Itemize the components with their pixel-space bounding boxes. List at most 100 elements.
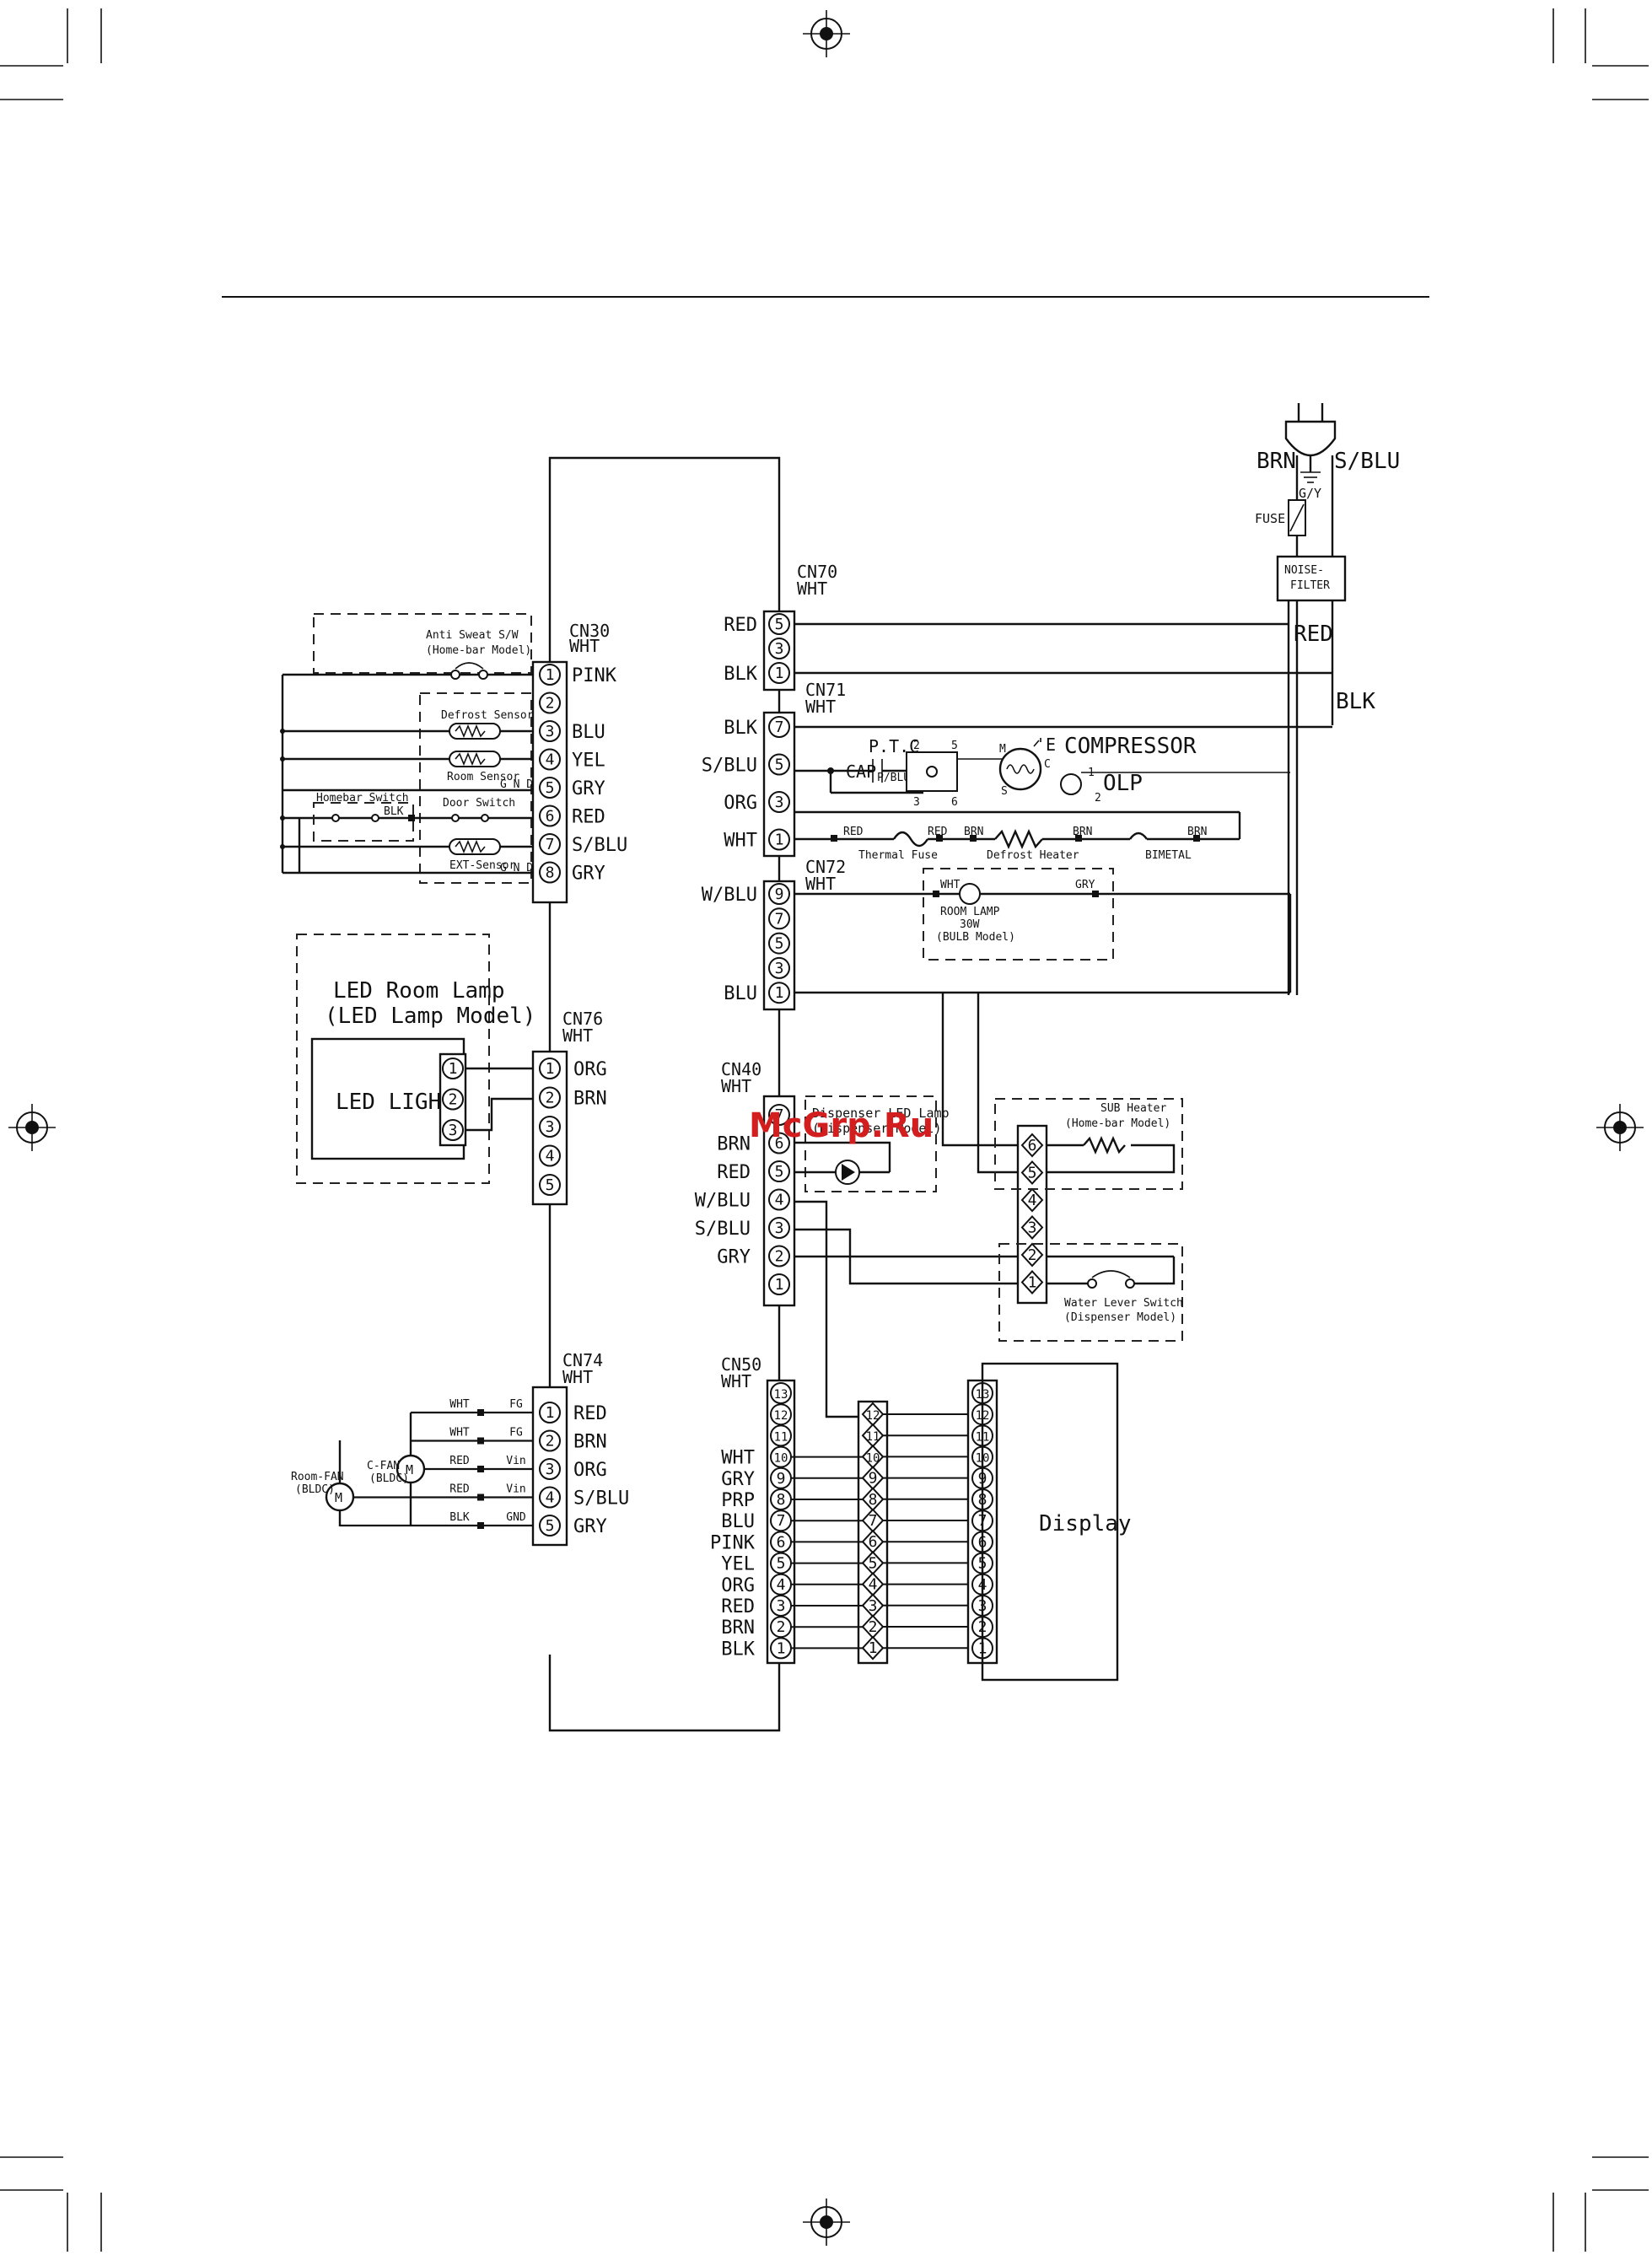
mid-pin: 11 xyxy=(861,1423,885,1448)
cn50-wire-color: ORG xyxy=(721,1575,755,1596)
sub-pin: 5 xyxy=(1020,1160,1044,1185)
cn74-fan-signal: Vin xyxy=(506,1483,525,1496)
mid-pin: 10 xyxy=(861,1444,885,1469)
led-room-lamp: LED Room Lamp (LED Lamp Model) LED LIGHT… xyxy=(296,934,535,1184)
main-trunk-wire xyxy=(548,456,781,1732)
cn50-pin-number: 5 xyxy=(777,1555,786,1573)
anti-sweat-label-2: (Home-bar Model) xyxy=(426,644,531,657)
cn30-pin-number: 1 xyxy=(546,666,555,684)
cn50-pin: 7 BLU xyxy=(721,1510,792,1532)
cn72-pin: 5 xyxy=(768,932,790,955)
cn50-pin: 13 xyxy=(770,1382,792,1404)
cn40-pin: 7 xyxy=(768,1104,790,1126)
mid-pin-number: 1 xyxy=(869,1639,878,1657)
room-fan-m: M xyxy=(335,1490,342,1505)
cn30-wire-color: GRY xyxy=(572,864,605,885)
mid-pin-number: 3 xyxy=(869,1597,878,1615)
cap-label: CAP xyxy=(846,762,876,782)
cn72-wire-color: W/BLU xyxy=(702,885,757,906)
cn30-wire-color: GRY xyxy=(572,778,605,799)
cn50-wire-color: PRP xyxy=(721,1490,755,1511)
cn50-wire-color: BLK xyxy=(721,1639,755,1660)
anti-sweat-label-1: Anti Sweat S/W xyxy=(426,629,519,642)
ext-sensor-label: EXT-Sensor xyxy=(449,859,515,872)
cn40-name: CN40 xyxy=(721,1059,761,1079)
cn74-pin-number: 1 xyxy=(546,1404,555,1422)
cn71-pin-number: 7 xyxy=(775,718,784,736)
cn40-wire-color: S/BLU xyxy=(695,1219,751,1240)
cn74-pin-number: 4 xyxy=(546,1489,555,1507)
cn76-name: CN76 xyxy=(562,1009,603,1029)
cn50-wire-color: BLU xyxy=(721,1511,755,1532)
cn30-pin-number: 8 xyxy=(546,864,555,882)
cn72-pin: 7 xyxy=(768,907,790,930)
power-plug: BRN S/BLU G/Y FUSE NOISE- FILTER RED BLK xyxy=(1255,403,1400,995)
led-pin: 1 xyxy=(442,1058,464,1079)
cn74-fan-signal: Vin xyxy=(506,1455,525,1467)
cn40-pin: 4W/BLU xyxy=(695,1188,790,1212)
cn30-pin-number: 4 xyxy=(546,751,555,769)
sub-pin-number: 1 xyxy=(1028,1274,1037,1292)
cn70-pin-number: 5 xyxy=(775,616,784,633)
gnd-label-a: G N D xyxy=(500,778,533,791)
cn50-wire-color: RED xyxy=(721,1596,755,1617)
cn40-wire-color: W/BLU xyxy=(695,1191,751,1212)
cn71-pin-number: 1 xyxy=(775,831,784,849)
water-lever-label-2: (Dispenser Model) xyxy=(1064,1311,1176,1324)
cn74-wire-color: BRN xyxy=(573,1432,607,1453)
room-lamp-label-2: 30W xyxy=(960,918,980,931)
room-fan-label-1: Room-FAN xyxy=(291,1471,344,1483)
cn76-pin: 5 xyxy=(539,1174,561,1196)
cn70-pin-number: 3 xyxy=(775,640,784,658)
cn40-wire-color: RED xyxy=(717,1162,751,1183)
plug-blk-label: BLK xyxy=(1336,689,1375,714)
cn30-pin-number: 6 xyxy=(546,808,555,826)
c-fan-m: M xyxy=(406,1462,413,1477)
cn76-pin: 3 xyxy=(539,1116,561,1138)
mid-pin-number: 12 xyxy=(866,1409,880,1423)
fuse-label: FUSE xyxy=(1255,511,1285,526)
mid-pin-number: 2 xyxy=(869,1618,878,1636)
cn40-pin-number: 7 xyxy=(775,1106,784,1124)
cn30-color: WHT xyxy=(569,636,600,656)
room-lamp-label-1: ROOM LAMP xyxy=(940,906,1000,918)
cn40-wire-color: GRY xyxy=(717,1247,751,1268)
mid-pin: 1 xyxy=(861,1635,885,1660)
plug-n-label: S/BLU xyxy=(1334,449,1400,474)
cn50-wire-color: WHT xyxy=(721,1448,755,1469)
cn70-wire-color: BLK xyxy=(724,664,757,685)
sub-pin: 2 xyxy=(1020,1242,1044,1267)
door-switch-label: Door Switch xyxy=(443,797,515,810)
mid-pin-number: 10 xyxy=(866,1451,880,1465)
cn72-wire-color: BLU xyxy=(724,983,757,1004)
ptc-pin-6: 6 xyxy=(951,796,958,809)
cn74-fan-signal: FG xyxy=(509,1427,523,1440)
cn50-pin-number: 7 xyxy=(777,1512,786,1530)
cn30-pin-number: 3 xyxy=(546,723,555,740)
cn74-fan-wire-color: WHT xyxy=(449,1427,470,1440)
cn72-pin-number: 3 xyxy=(775,960,784,977)
cn50-color: WHT xyxy=(721,1371,751,1391)
dispenser-led-label-2: (Dispenser Model) xyxy=(812,1121,942,1136)
cn40-pin-number: 1 xyxy=(775,1276,784,1294)
ptc-pin-3: 3 xyxy=(913,796,920,809)
cn71-color: WHT xyxy=(805,697,836,717)
cn76-pin: 4 xyxy=(539,1144,561,1167)
led-pin: 3 xyxy=(442,1119,464,1141)
